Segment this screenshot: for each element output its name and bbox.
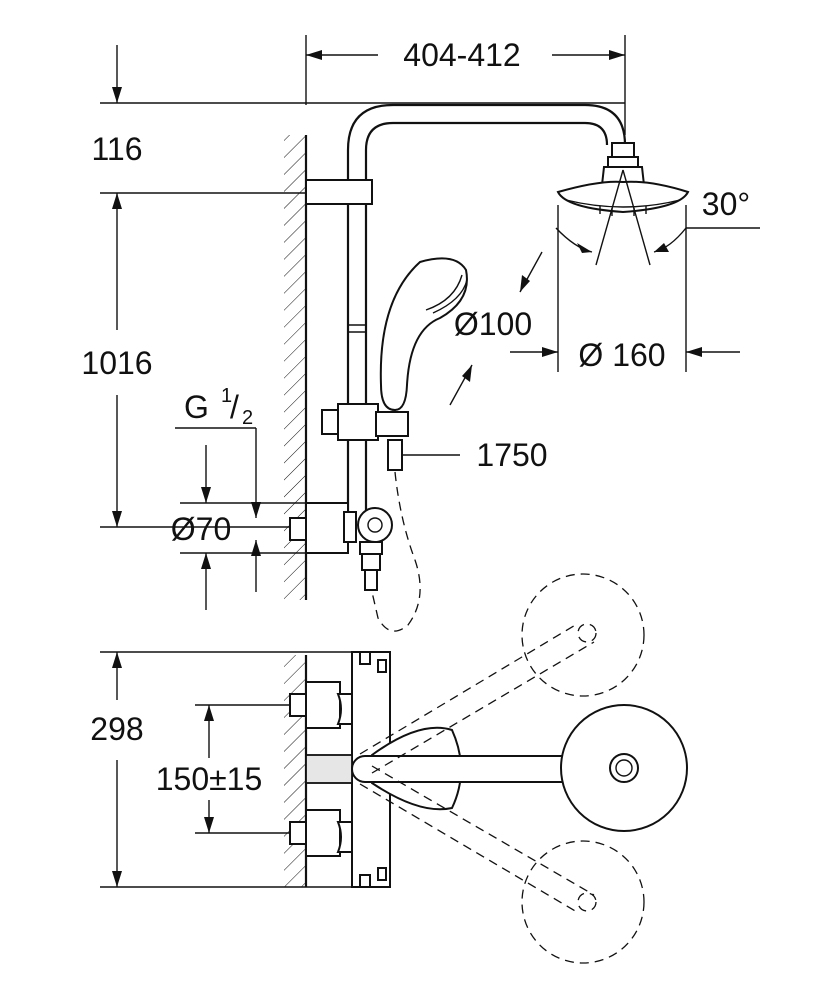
dim-head-offset-label: 404-412 [403, 37, 520, 73]
dimension-thread: G 1 / 2 [175, 385, 261, 592]
dim-hand-shower-diameter-label: Ø100 [454, 306, 532, 342]
dimension-height-to-arm: 1016 [81, 193, 290, 528]
dimension-head-shower-diameter: Ø 160 [510, 205, 740, 373]
dim-thread-prefix: G [184, 389, 209, 425]
swivel-positions [359, 573, 645, 964]
dimension-hand-shower-diameter: Ø100 [449, 251, 543, 406]
dimension-tilt-angle: 30° [555, 186, 760, 253]
head-shower-connector [600, 142, 646, 186]
dimension-inlet-spacing: 150±15 [156, 704, 292, 834]
dim-thread-num: 1 [221, 385, 232, 407]
dim-height-to-arm-label: 1016 [81, 345, 152, 381]
dim-top-offset-label: 116 [91, 131, 142, 167]
dimension-head-offset: 404-412 [305, 35, 626, 135]
dim-thread-slash: / [230, 389, 239, 425]
dimension-mixer-height: 298 [90, 651, 390, 888]
wall-bottom [284, 655, 308, 887]
dimension-hose-length: 1750 [402, 437, 548, 473]
dim-tilt-angle-label: 30° [702, 186, 750, 222]
dim-hose-length-label: 1750 [476, 437, 547, 473]
dim-mixer-height-label: 298 [90, 711, 143, 747]
dimension-top-offset: 116 [91, 45, 625, 194]
mixer-elevation [289, 502, 393, 591]
shower-riser [346, 103, 627, 520]
dim-head-shower-diameter-label: Ø 160 [578, 337, 665, 373]
dim-outlet-diameter-label: Ø70 [171, 511, 231, 547]
hand-shower [379, 257, 468, 420]
hose [371, 439, 421, 632]
dim-inlet-spacing-label: 150±15 [156, 761, 263, 797]
dimension-outlet-diameter: Ø70 [171, 445, 306, 610]
dim-thread-den: 2 [242, 407, 253, 429]
head-shower [556, 169, 690, 266]
hand-shower-holder [321, 403, 409, 441]
wall-bracket-top [305, 179, 373, 205]
head-shower-plan [560, 704, 688, 832]
